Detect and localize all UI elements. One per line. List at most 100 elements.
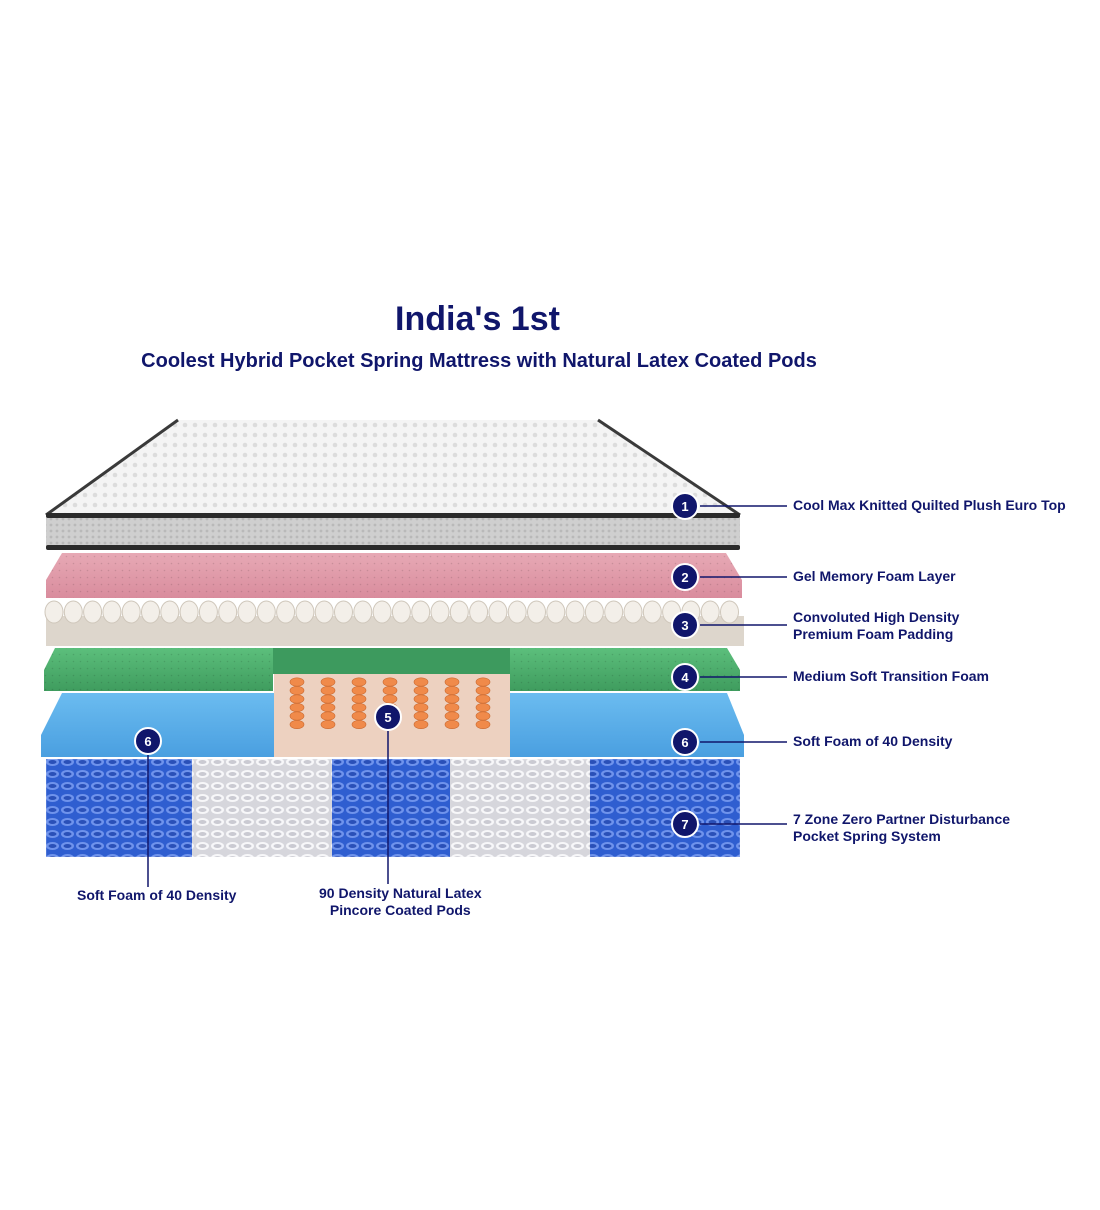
svg-text:3: 3 (681, 618, 688, 633)
label-transition-foam: Medium Soft Transition Foam (793, 668, 989, 685)
label-pocket-spring: 7 Zone Zero Partner Disturbance Pocket S… (793, 811, 1010, 845)
convolution-bump (411, 600, 431, 624)
latex-pod (289, 685, 305, 695)
convolution-bump (565, 600, 585, 624)
convolution-bump (198, 600, 218, 624)
label-line: Pincore Coated Pods (329, 902, 471, 918)
latex-pod (351, 702, 367, 712)
label-line: Convoluted High Density (793, 609, 960, 625)
latex-pod (382, 685, 398, 695)
label-soft-foam-right: Soft Foam of 40 Density (793, 733, 952, 750)
convolution-bump (160, 600, 180, 624)
pocket-spring-layer (45, 758, 741, 858)
convolution-bump (353, 600, 373, 624)
latex-pod (320, 719, 336, 729)
badge-6-right: 6 (671, 728, 699, 756)
label-euro-top: Cool Max Knitted Quilted Plush Euro Top (793, 497, 1066, 514)
convolution-bump (546, 600, 566, 624)
label-convoluted-foam: Convoluted High Density Premium Foam Pad… (793, 609, 959, 643)
badge-7: 7 (671, 810, 699, 838)
convolution-bump (218, 600, 238, 624)
latex-pod (444, 694, 460, 704)
svg-text:1: 1 (681, 499, 688, 514)
latex-pod (475, 719, 491, 729)
label-line: 90 Density Natural Latex (319, 885, 482, 901)
badge-3: 3 (671, 611, 699, 639)
latex-pod (320, 685, 336, 695)
latex-pod (320, 702, 336, 712)
latex-pod (413, 702, 429, 712)
convolution-bump (314, 600, 334, 624)
convolution-bump (63, 600, 83, 624)
label-line: Gel Memory Foam Layer (793, 568, 956, 584)
latex-pod (475, 685, 491, 695)
page-title: India's 1st (395, 300, 560, 338)
latex-pod (382, 677, 398, 687)
label-line: Medium Soft Transition Foam (793, 668, 990, 684)
latex-pod (320, 694, 336, 704)
latex-pod (444, 685, 460, 695)
convolution-bump (527, 600, 546, 624)
convolution-bump (141, 600, 160, 624)
convolution-bump (179, 600, 199, 624)
convolution-bump (372, 600, 392, 624)
latex-pod (413, 694, 429, 704)
latex-pod (413, 685, 429, 695)
convolution-bump (720, 600, 739, 624)
convolution-bump (334, 600, 353, 624)
convolution-bump (642, 600, 662, 624)
convolution-bump (449, 600, 469, 624)
convolution-bump (469, 600, 489, 624)
convoluted-foam-layer (44, 600, 744, 646)
latex-pod (320, 677, 336, 687)
convolution-bump (584, 600, 604, 624)
latex-pod (475, 702, 491, 712)
latex-pod (289, 677, 305, 687)
label-line: Premium Foam Padding (793, 626, 954, 642)
svg-text:6: 6 (144, 734, 151, 749)
convolution-bump (623, 600, 643, 624)
convolution-bump (295, 600, 315, 624)
label-line: Pocket Spring System (793, 828, 941, 844)
latex-pod (351, 677, 367, 687)
svg-text:7: 7 (681, 817, 688, 832)
badge-2: 2 (671, 563, 699, 591)
latex-pod (444, 702, 460, 712)
leader-lines (147, 505, 787, 887)
convolution-bump (276, 600, 296, 624)
latex-pod (475, 694, 491, 704)
convolution-bump (507, 600, 527, 624)
latex-pod (413, 677, 429, 687)
svg-text:4: 4 (681, 670, 689, 685)
convolution-bump (121, 600, 141, 624)
badge-6-left: 6 (134, 727, 162, 755)
convolution-bump (83, 600, 103, 624)
label-line: Soft Foam of 40 Density (77, 887, 237, 903)
convolution-bump (604, 600, 624, 624)
latex-pod (413, 711, 429, 721)
latex-pod (413, 719, 429, 729)
latex-pod (289, 719, 305, 729)
convolution-bump (237, 600, 257, 624)
label-line: Soft Foam of 40 Density (793, 733, 953, 749)
latex-pod (289, 694, 305, 704)
page-subtitle: Coolest Hybrid Pocket Spring Mattress wi… (141, 350, 817, 372)
latex-pod (475, 677, 491, 687)
svg-text:2: 2 (681, 570, 688, 585)
latex-pod (475, 711, 491, 721)
latex-pod (289, 711, 305, 721)
latex-pod (351, 694, 367, 704)
gel-memory-foam-layer (46, 553, 742, 598)
label-line: 7 Zone Zero Partner Disturbance (793, 811, 1011, 827)
svg-text:6: 6 (681, 735, 688, 750)
latex-pod (351, 711, 367, 721)
convolution-bump (430, 600, 450, 624)
latex-pod (351, 685, 367, 695)
latex-pod (444, 719, 460, 729)
latex-pod (444, 677, 460, 687)
latex-pod (289, 702, 305, 712)
label-soft-foam-bottom: Soft Foam of 40 Density (77, 887, 236, 904)
convolution-bump (700, 600, 720, 624)
label-gel-memory-foam: Gel Memory Foam Layer (793, 568, 956, 585)
